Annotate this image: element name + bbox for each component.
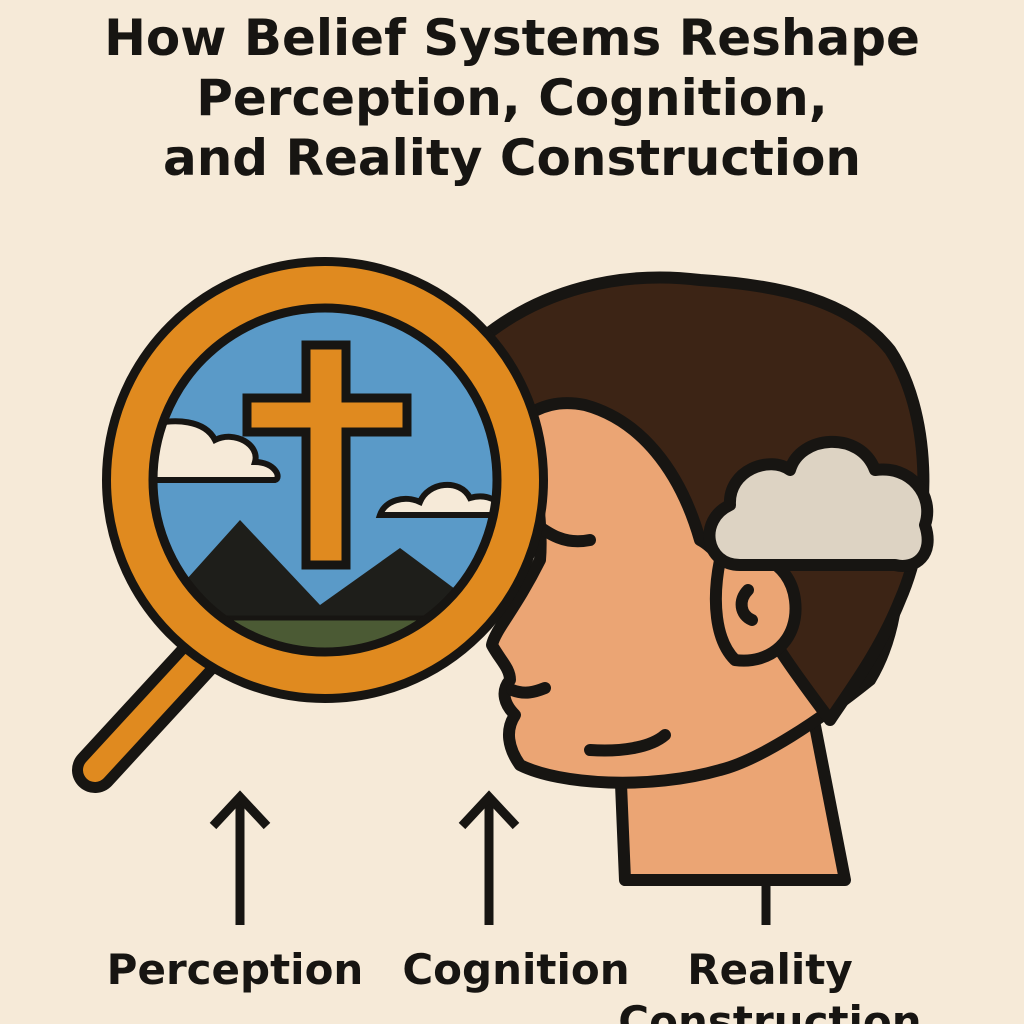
lens-cloud-right	[375, 481, 493, 518]
cross-icon	[242, 340, 412, 570]
label-reality-construction: Reality Construction	[600, 944, 940, 1024]
label-perception: Perception	[106, 945, 364, 994]
ear-inner	[735, 584, 758, 626]
hair	[474, 271, 930, 726]
label-reality-line-1: Reality	[687, 945, 853, 994]
cloud-icon	[703, 435, 934, 572]
title-line-3: and Reality Construction	[162, 129, 862, 187]
magnifier-ring	[111, 266, 539, 694]
page-title: How Belief Systems Reshape Perception, C…	[0, 8, 1024, 188]
jaw-line	[584, 729, 671, 757]
title-line-2: Perception, Cognition,	[196, 69, 828, 127]
title-line-1: How Belief Systems Reshape	[104, 9, 920, 67]
magnifying-glass-icon	[72, 257, 548, 793]
mouth	[506, 682, 551, 699]
arrow-up-icon	[209, 790, 271, 925]
magnifier-ring-inner	[148, 303, 502, 657]
arrow-up-icon	[458, 790, 520, 925]
label-cognition: Cognition	[402, 945, 630, 994]
label-reality-line-2: Construction	[618, 997, 922, 1024]
magnifier-ring-outer	[102, 257, 548, 703]
head-profile-icon	[474, 271, 930, 886]
lens-cloud-left	[157, 418, 281, 483]
magnifier-handle	[83, 633, 222, 782]
